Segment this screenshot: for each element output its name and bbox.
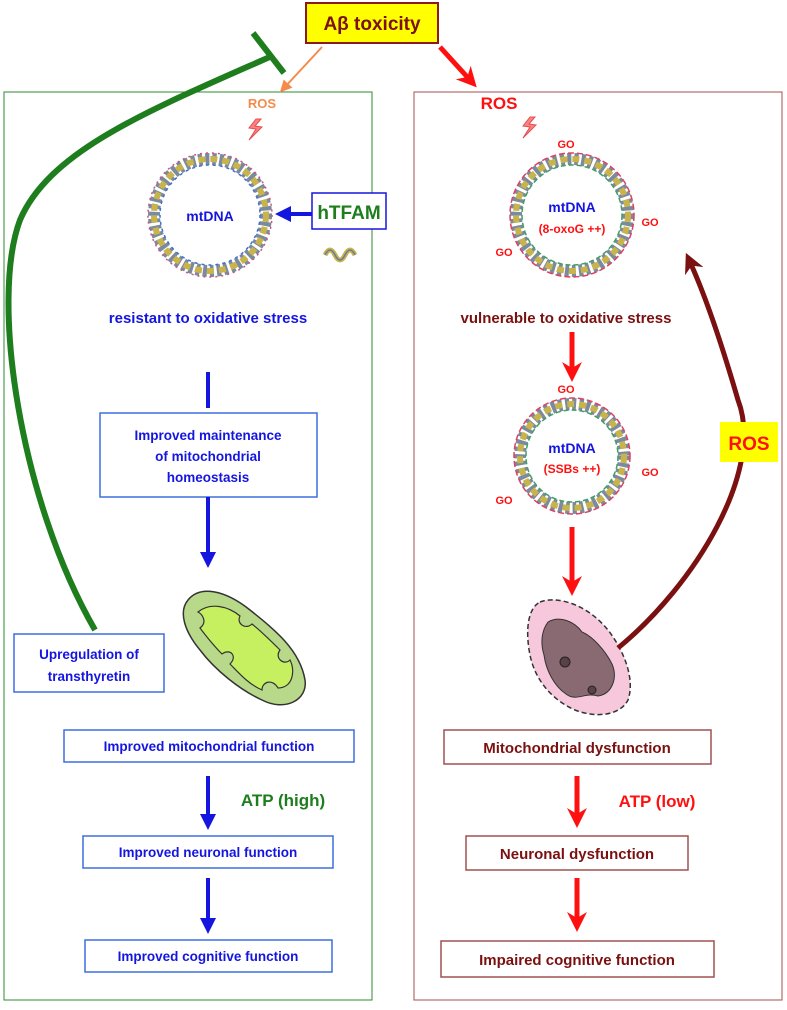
right-mtdna2-label: mtDNA	[548, 440, 595, 456]
mtdna-ring-ssbs-icon	[513, 397, 631, 515]
neuronal-dysfunction-box	[465, 835, 689, 871]
mtdna-ring-damaged-icon	[509, 152, 635, 278]
maintenance-line-3: homeostasis	[167, 470, 250, 485]
ros-feedback-arrow	[616, 252, 747, 650]
ros-side-label: ROS	[728, 434, 769, 455]
transthyretin-line-1: Upregulation of	[39, 647, 139, 662]
cognitive-box	[84, 939, 333, 973]
go-label-2: GO	[641, 217, 659, 229]
atp-low-label: ATP (low)	[619, 792, 696, 811]
go-label-3: GO	[495, 247, 513, 259]
transthyretin-line-2: transthyretin	[48, 669, 131, 684]
ros-side-box	[720, 422, 778, 462]
ssbs-label: (SSBs ++)	[544, 462, 601, 476]
atp-high-label: ATP (high)	[241, 791, 325, 810]
inhibition-bar-icon	[250, 31, 287, 75]
right-ros-label: ROS	[481, 94, 518, 113]
title-text: Aβ toxicity	[323, 14, 421, 35]
damaged-mitochondrion-icon	[527, 599, 632, 716]
go-label-6: GO	[495, 495, 513, 507]
lightning-icon	[248, 118, 264, 141]
impaired-cognitive-label: Impaired cognitive function	[479, 952, 675, 969]
transthyretin-box	[13, 633, 165, 693]
mito-function-box	[63, 729, 355, 763]
mitochondrion-icon	[182, 590, 306, 706]
htfam-label: hTFAM	[317, 203, 380, 224]
neuronal-box	[82, 835, 334, 869]
maintenance-line-2: of mitochondrial	[155, 449, 261, 464]
htfam-box	[311, 192, 387, 230]
transthyretin-inhibition-curve	[5, 53, 274, 632]
vulnerable-label: vulnerable to oxidative stress	[461, 310, 672, 327]
right-lightning-icon	[522, 116, 538, 139]
left-ros-label: ROS	[248, 96, 277, 111]
right-panel	[413, 91, 783, 1001]
neuronal-label: Improved neuronal function	[119, 845, 298, 860]
resistant-label: resistant to oxidative stress	[109, 310, 307, 327]
left-mtdna-label: mtDNA	[186, 208, 233, 224]
dysfunction-label: Mitochondrial dysfunction	[483, 740, 671, 757]
mtdna-ring-icon	[147, 152, 273, 278]
dysfunction-box	[443, 729, 712, 765]
mito-function-label: Improved mitochondrial function	[104, 739, 315, 754]
oxog-label: (8-oxoG ++)	[539, 222, 606, 236]
right-mtdna1-label: mtDNA	[548, 199, 595, 215]
title-to-right-ros-arrow	[438, 45, 477, 88]
go-label-5: GO	[641, 467, 659, 479]
htfam-protein-icon	[322, 247, 358, 263]
go-label-1: GO	[557, 139, 575, 151]
title-box: Aβ toxicity	[305, 2, 439, 44]
go-label-4: GO	[557, 384, 575, 396]
neuronal-dysfunction-label: Neuronal dysfunction	[500, 846, 654, 863]
cognitive-label: Improved cognitive function	[118, 949, 299, 964]
maintenance-line-1: Improved maintenance	[134, 428, 282, 443]
impaired-cognitive-box	[440, 940, 715, 978]
maintenance-box	[99, 412, 318, 498]
title-to-left-ros-arrow	[279, 46, 323, 93]
